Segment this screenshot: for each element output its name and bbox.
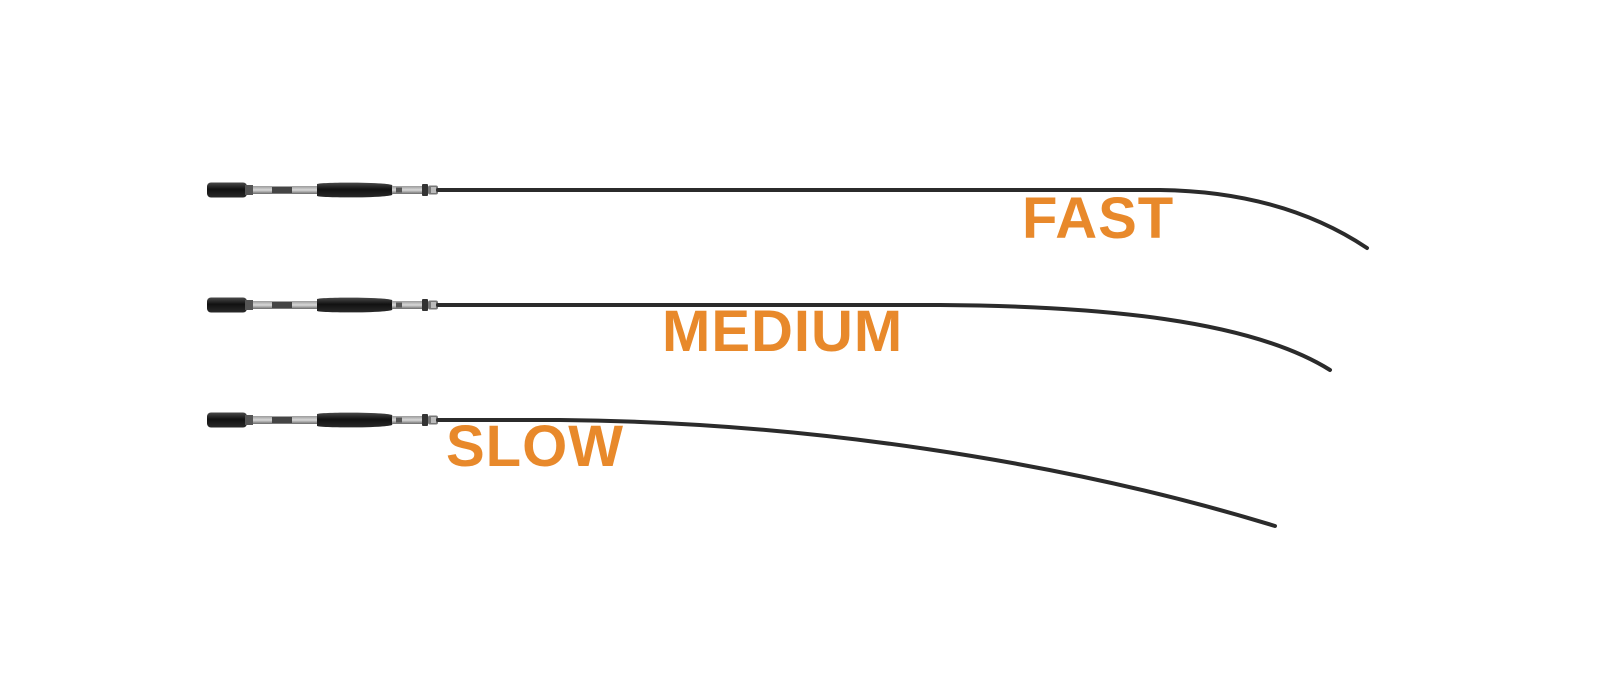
slow-rod-blank — [436, 418, 1277, 528]
medium-rod-blank — [436, 303, 1332, 372]
fast-rod — [207, 182, 1369, 250]
medium-action-label: MEDIUM — [662, 299, 904, 364]
medium-rod — [207, 297, 1332, 372]
fast-rod-blank — [436, 188, 1369, 250]
slow-rod — [207, 412, 1277, 528]
fast-action-label: FAST — [1022, 186, 1175, 251]
slow-action-label: SLOW — [446, 414, 624, 479]
